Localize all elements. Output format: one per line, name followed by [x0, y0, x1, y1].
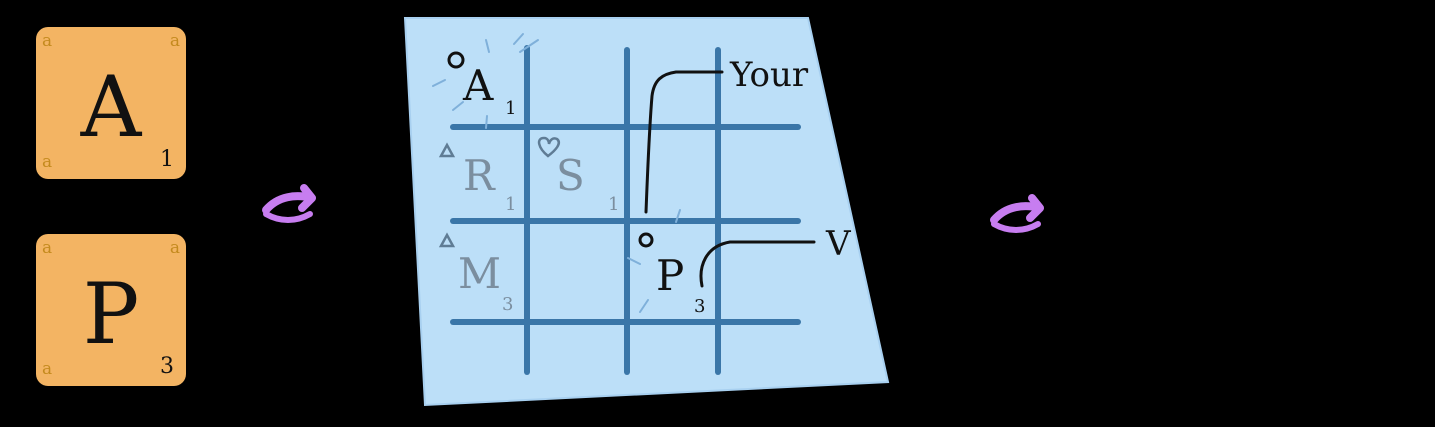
cell-score: 1 [505, 98, 516, 119]
callout-label: Your [729, 55, 809, 95]
heart-marker-icon [537, 136, 561, 158]
circle-marker-icon [638, 232, 654, 248]
tile-letter: P [82, 265, 140, 363]
tile-corner-label: a [42, 238, 53, 258]
callout-line [699, 240, 816, 288]
cell-score: 1 [505, 194, 516, 215]
tile-a: a a a A 1 [36, 27, 186, 179]
triangle-marker-icon [438, 232, 456, 248]
circle-marker-icon [447, 51, 465, 69]
callout-line [644, 70, 724, 214]
cell-letter: P [656, 251, 684, 300]
cell-score: 1 [608, 194, 619, 215]
tile-corner-label: a [42, 31, 53, 51]
tile-corner-label: a [169, 31, 180, 51]
tile-corner-label: a [42, 359, 53, 379]
highlight-dashes [432, 33, 681, 313]
tile-corner-label: a [42, 152, 53, 172]
callout-label: V [825, 224, 852, 264]
tile-score: 3 [160, 354, 174, 379]
cell-letter: S [556, 151, 585, 200]
cell-letter: R [463, 151, 496, 200]
right-arrow-icon [990, 194, 1044, 233]
tile-score: 1 [160, 147, 174, 172]
tile-p: a a a P 3 [36, 234, 186, 386]
grid-lines [450, 45, 801, 375]
right-arrow-icon [262, 184, 316, 223]
tile-corner-label: a [169, 238, 180, 258]
cell-letter: M [458, 249, 501, 298]
triangle-marker-icon [438, 142, 456, 158]
tile-letter: A [80, 58, 142, 156]
cell-score: 3 [694, 296, 705, 317]
cell-score: 3 [502, 294, 513, 315]
cell-letter: A [462, 61, 494, 110]
